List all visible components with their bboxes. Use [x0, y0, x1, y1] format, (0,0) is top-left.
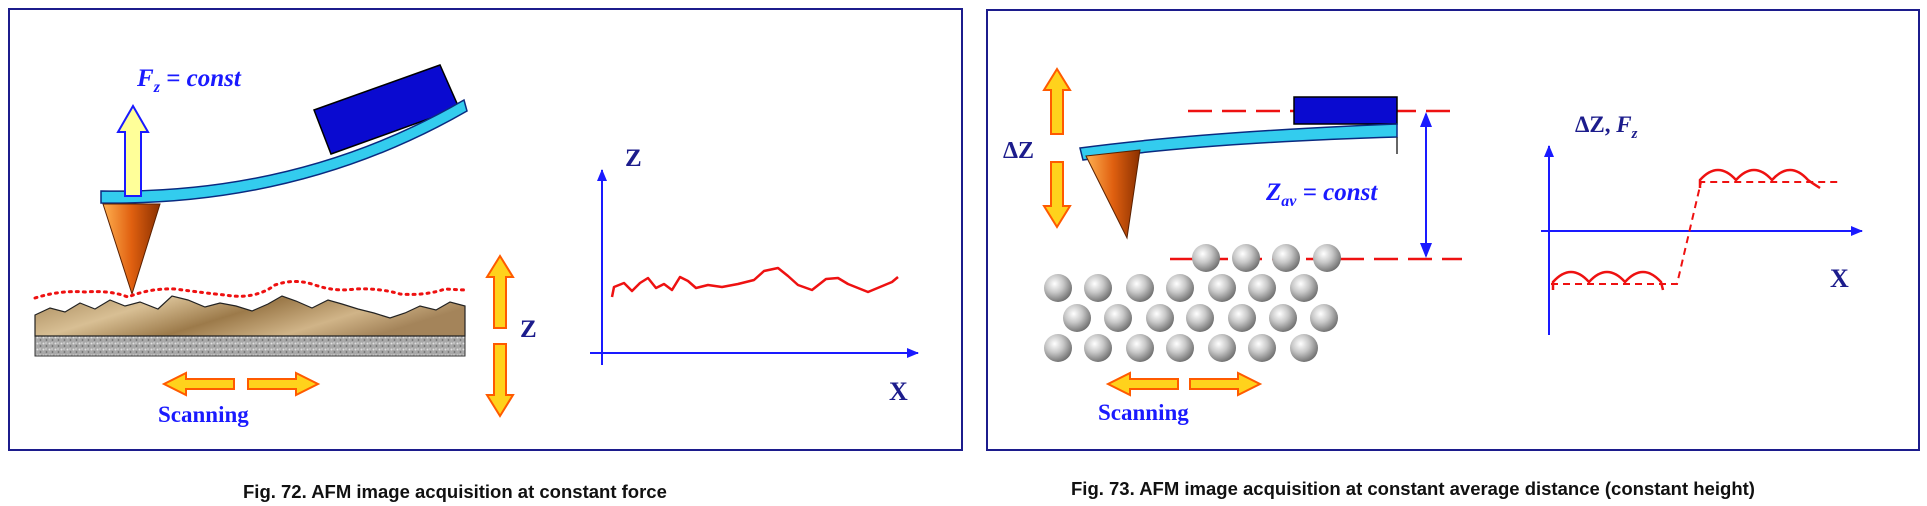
atom	[1313, 244, 1341, 272]
atom	[1232, 244, 1260, 272]
fig73-delta-z-label: ΔZ	[1003, 138, 1034, 164]
fig72-scanning-label: Scanning	[158, 402, 249, 427]
fig73-caption: Fig. 73. AFM image acquisition at consta…	[1071, 478, 1755, 499]
fig73-atom-lattice	[1044, 244, 1341, 362]
fig73-zav-label: Zav = const	[1265, 179, 1378, 210]
fig73-tip	[1085, 149, 1141, 240]
fig72-profile-curve	[610, 266, 899, 298]
fig73-signal-bumps-high	[1698, 168, 1821, 190]
fig73-scan-arrow-right	[1189, 371, 1263, 397]
fig72-caption: Fig. 72. AFM image acquisition at consta…	[243, 481, 667, 502]
atom	[1044, 274, 1072, 302]
fig72-frame	[8, 8, 963, 451]
atom	[1310, 304, 1338, 332]
fig72-sample-surface	[34, 295, 466, 337]
fig72-substrate	[34, 335, 466, 357]
atom	[1208, 334, 1236, 362]
atom	[1166, 334, 1194, 362]
atom	[1290, 334, 1318, 362]
fig73-signal-bumps-low	[1551, 270, 1665, 291]
fig72-z-arrow-up	[485, 254, 515, 329]
atom	[1044, 334, 1072, 362]
fig73-dz-arrow-down	[1042, 161, 1072, 229]
atom	[1269, 304, 1297, 332]
fig73-graph-y-label: ΔZ, Fz	[1575, 112, 1638, 142]
atom	[1146, 304, 1174, 332]
fig72-force-arrow	[116, 103, 150, 197]
atom	[1248, 274, 1276, 302]
fig73-cantilever-holder	[1293, 96, 1398, 125]
fig72-force-label: Fz = const	[136, 65, 242, 96]
fig73-distance-arrow-head-top	[1420, 112, 1432, 127]
atom	[1272, 244, 1300, 272]
atom	[1192, 244, 1220, 272]
fig73-scanning-label: Scanning	[1098, 400, 1189, 425]
atom	[1248, 334, 1276, 362]
fig73-scan-arrow-left	[1105, 371, 1179, 397]
fig72-panel: Fz = const Z Scanning Z X Fig. 72. AFM i…	[8, 8, 963, 502]
atom	[1186, 304, 1214, 332]
atom	[1290, 274, 1318, 302]
fig73-dz-arrow-up	[1042, 67, 1072, 135]
atom	[1126, 274, 1154, 302]
fig73-graph-x-label: X	[1830, 264, 1849, 293]
atom	[1084, 274, 1112, 302]
atom	[1104, 304, 1132, 332]
fig73-average-step	[1551, 181, 1842, 285]
atom	[1228, 304, 1256, 332]
fig72-graph-y-label: Z	[625, 145, 642, 172]
fig72-z-side-label: Z	[520, 316, 537, 343]
fig72-scan-arrow-left	[161, 371, 235, 397]
atom	[1166, 274, 1194, 302]
atom	[1126, 334, 1154, 362]
fig73-panel: ΔZ Zav = const	[986, 9, 1920, 499]
atom	[1084, 334, 1112, 362]
fig72-tip-trajectory	[33, 280, 467, 300]
fig73-distance-arrow-head-bottom	[1420, 243, 1432, 258]
atom	[1063, 304, 1091, 332]
atom	[1208, 274, 1236, 302]
fig72-z-arrow-down	[485, 343, 515, 418]
fig72-tip	[102, 203, 161, 296]
fig72-scan-arrow-right	[247, 371, 321, 397]
fig72-graph-x-label: X	[889, 377, 908, 406]
